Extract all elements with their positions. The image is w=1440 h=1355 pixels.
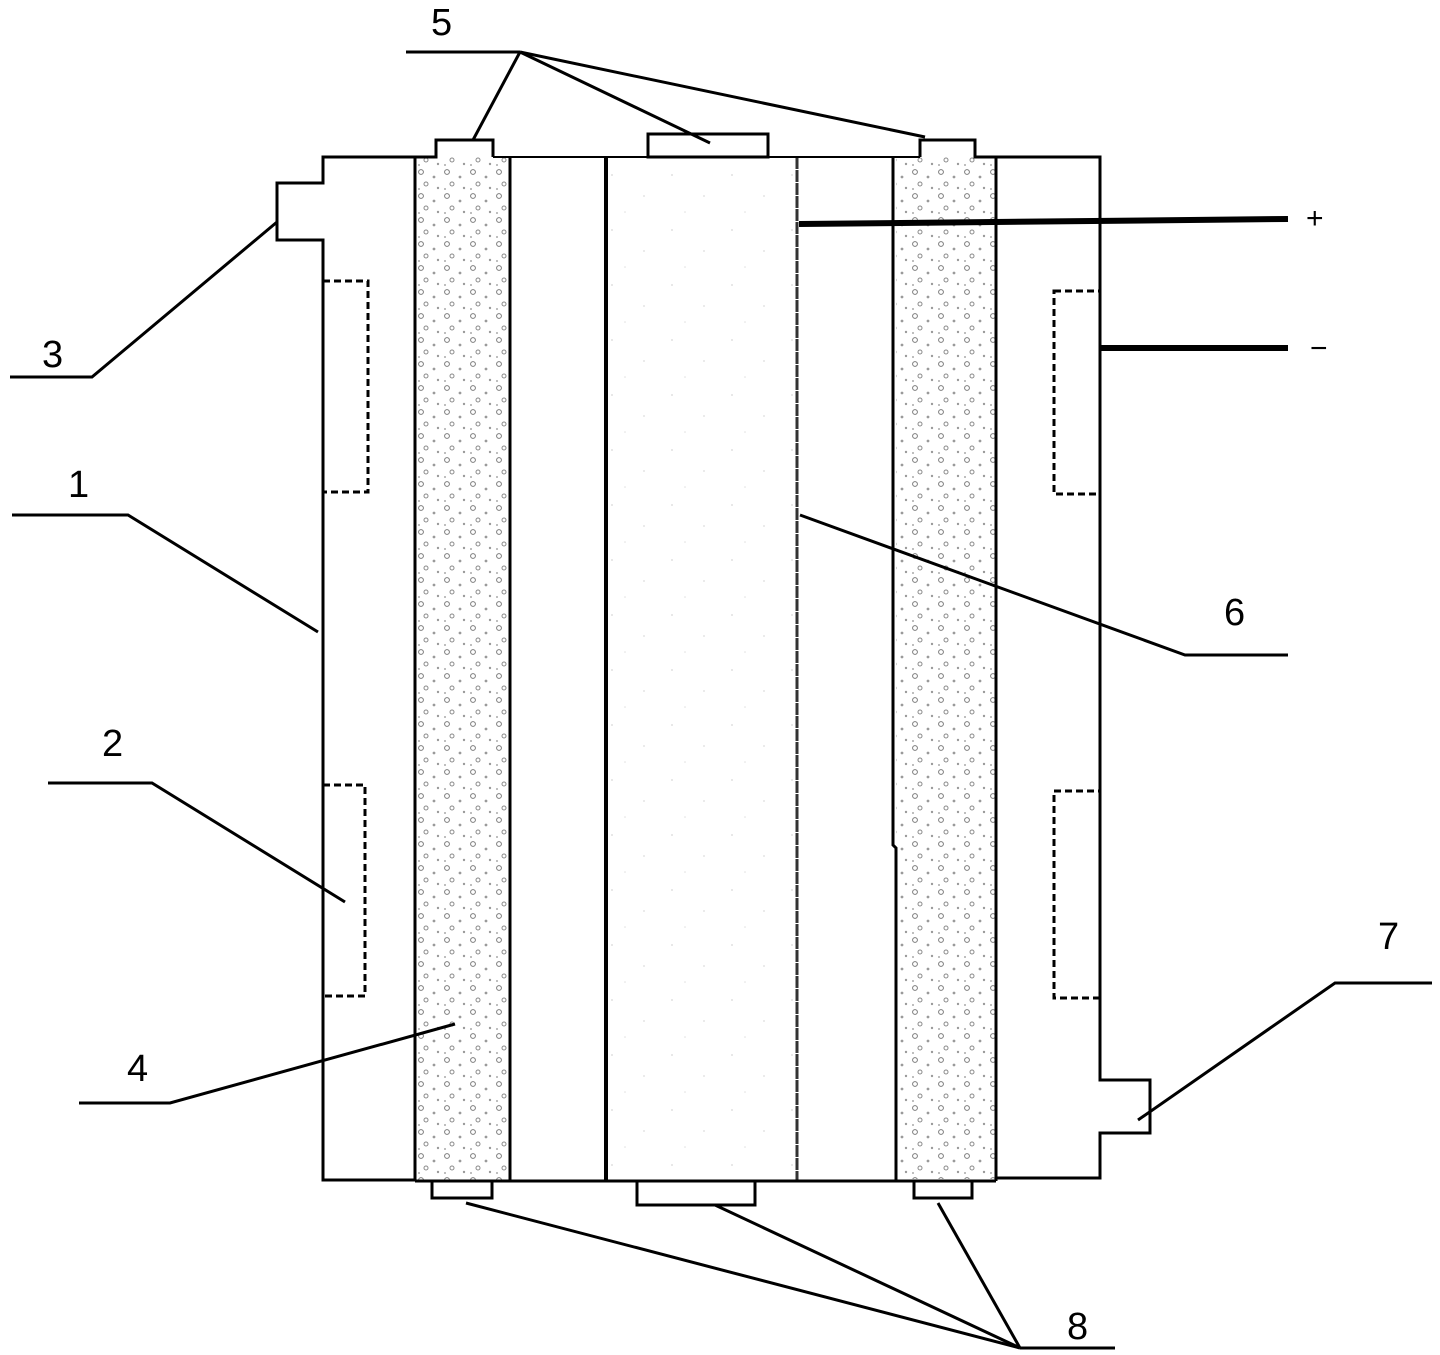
leader-lines [10,50,1432,1350]
label-7: 7 [1378,916,1400,958]
label-2: 2 [102,723,124,765]
leader-7 [1137,981,1432,1122]
left-electrode-plate-upper [321,279,370,494]
right-electrode-plate-upper [1052,289,1102,496]
positive-terminal-sign: + [1306,202,1324,235]
label-3: 3 [42,334,64,376]
label-4: 4 [127,1048,149,1090]
positive-wire [798,216,1289,227]
left-housing-outline [275,155,415,1182]
negative-terminal-sign: − [1310,332,1328,365]
top-cap-right [918,138,996,159]
label-5: 5 [431,2,453,44]
right-porous-layer [896,157,996,1179]
top-cap-center [646,132,770,159]
leader-4 [79,1022,456,1105]
bottom-cap-left [415,1179,494,1200]
leader-1 [12,513,319,634]
right-electrode-plate-lower [1052,789,1102,1000]
label-8: 8 [1067,1306,1089,1348]
wall-5 [891,157,898,1181]
left-porous-layer [417,157,510,1181]
top-cap-left [415,138,495,159]
label-1: 1 [68,464,90,506]
bottom-cap-center [635,1179,757,1207]
leader-3 [10,220,278,379]
label-6: 6 [1224,592,1246,634]
center-chamber-fill [608,158,796,1180]
leader-6 [799,513,1288,657]
right-housing-outline [995,155,1152,1180]
leader-2 [48,781,346,904]
left-electrode-plate-lower [321,783,367,998]
bottom-cap-right [912,1179,996,1200]
